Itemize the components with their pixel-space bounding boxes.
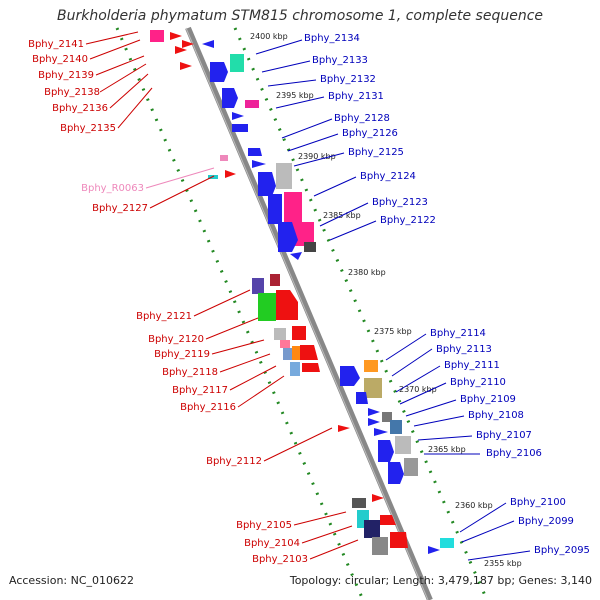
kbp-2375: 2375 kbp: [374, 327, 412, 336]
right-gene-label-text[interactable]: Bphy_2134 Bphy_2133 Bphy_2132 Bphy_2131 …: [304, 33, 590, 556]
gene-label-right: Bphy_2107: [476, 430, 532, 441]
left-gene-label-text[interactable]: Bphy_2141 Bphy_2140 Bphy_2139 Bphy_2138 …: [28, 39, 308, 565]
kbp-2400: 2400 kbp: [250, 32, 288, 41]
gene-label-right: Bphy_2132: [320, 74, 376, 85]
gene-label-left: Bphy_2121: [136, 311, 192, 322]
rna-block[interactable]: [220, 155, 228, 161]
gene-label-left: Bphy_2112: [206, 456, 262, 467]
gene-blocks-left[interactable]: [150, 30, 408, 555]
right-gene-leaders: [255, 39, 531, 561]
gene-label-left: Bphy_2119: [154, 349, 210, 360]
gene-label-left: Bphy_2139: [38, 70, 94, 81]
gene-label-right: Bphy_2111: [444, 360, 500, 371]
gene-label-left: Bphy_2103: [252, 554, 308, 565]
gene-label-right: Bphy_2106: [486, 448, 542, 459]
gene-label-left: Bphy_2141: [28, 39, 84, 50]
gene-label-left-rna: Bphy_R0063: [81, 183, 144, 194]
gene-label-right: Bphy_2099: [518, 516, 574, 527]
gene-label-left: Bphy_2117: [172, 385, 228, 396]
gene-label-right: Bphy_2126: [342, 128, 398, 139]
gene-label-right: Bphy_2100: [510, 497, 566, 508]
gene-label-left: Bphy_2105: [236, 520, 292, 531]
gene-label-right: Bphy_2113: [436, 344, 492, 355]
gene-label-left: Bphy_2118: [162, 367, 218, 378]
gene-label-left: Bphy_2138: [44, 87, 100, 98]
gene-label-right: Bphy_2133: [312, 55, 368, 66]
gene-label-right: Bphy_2128: [334, 113, 390, 124]
gene-label-right: Bphy_2125: [348, 147, 404, 158]
topology-text: Topology: circular; Length: 3,479,187 bp…: [289, 574, 592, 587]
gene-label-left: Bphy_2127: [92, 203, 148, 214]
kbp-2380: 2380 kbp: [348, 268, 386, 277]
gene-label-right: Bphy_2110: [450, 377, 506, 388]
kbp-2395: 2395 kbp: [276, 91, 314, 100]
kbp-2370: 2370 kbp: [399, 385, 437, 394]
left-gene-labels[interactable]: [85, 31, 359, 560]
gene-label-right: Bphy_2114: [430, 328, 486, 339]
gene-label-right: Bphy_2108: [468, 410, 524, 421]
chromosome-backbone: [185, 26, 433, 600]
kbp-2365: 2365 kbp: [428, 445, 466, 454]
gene-label-left: Bphy_2104: [244, 538, 300, 549]
gene-label-right: Bphy_2122: [380, 215, 436, 226]
gene-block[interactable]: [150, 30, 164, 42]
gene-label-right: Bphy_2131: [328, 91, 384, 102]
tick-track-outer: [115, 27, 489, 600]
map-title: Burkholderia phymatum STM815 chromosome …: [56, 8, 543, 24]
gene-label-left: Bphy_2135: [60, 123, 116, 134]
gene-label-left: Bphy_2120: [148, 334, 204, 345]
accession-text: Accession: NC_010622: [9, 574, 135, 587]
gene-blocks-right[interactable]: [202, 40, 454, 554]
kbp-2360: 2360 kbp: [455, 501, 493, 510]
kbp-2390: 2390 kbp: [298, 152, 336, 161]
gene-label-right: Bphy_2095: [534, 545, 590, 556]
gene-label-left: Bphy_2140: [32, 54, 88, 65]
gene-label-right: Bphy_2109: [460, 394, 516, 405]
gene-label-right: Bphy_2124: [360, 171, 416, 182]
gene-label-right: Bphy_2134: [304, 33, 360, 44]
gene-label-left: Bphy_2136: [52, 103, 108, 114]
kbp-2355: 2355 kbp: [484, 559, 522, 568]
gene-label-left: Bphy_2116: [180, 402, 236, 413]
gene-label-right: Bphy_2123: [372, 197, 428, 208]
